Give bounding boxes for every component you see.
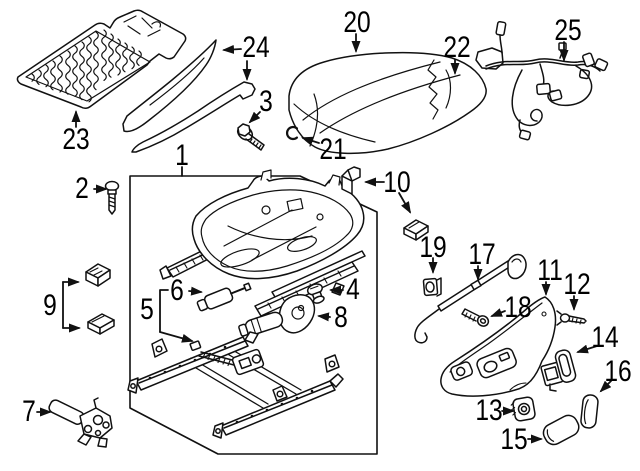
part-label-1[interactable]: 1 [175,139,189,172]
part-fastener-4-drawing [306,283,325,304]
part-label-10[interactable]: 10 [383,166,411,199]
part-label-4[interactable]: 4 [346,273,360,306]
part-harness-drawing [475,20,609,141]
part-label-11[interactable]: 11 [537,254,563,287]
callout-arrows [36,33,612,444]
part-screw-12-drawing [556,310,587,326]
part-label-15[interactable]: 15 [500,423,528,456]
part-label-22[interactable]: 22 [443,31,471,64]
part-label-23[interactable]: 23 [62,123,90,156]
part-side-panel-drawing [440,296,557,397]
part-label-7[interactable]: 7 [22,395,36,428]
part-heater-pad-drawing [16,9,187,110]
part-cover-16-drawing [580,394,599,429]
part-motor-6-drawing [196,282,252,312]
part-label-21[interactable]: 21 [319,133,347,166]
part-label-14[interactable]: 14 [591,321,619,354]
part-track-drawing [127,336,344,439]
part-label-16[interactable]: 16 [604,355,632,388]
part-bolt-drawing [236,123,265,151]
part-label-20[interactable]: 20 [343,6,371,39]
part-label-18[interactable]: 18 [504,291,532,324]
part-motor-8-drawing [238,294,316,344]
part-clip-19-drawing [422,277,442,297]
part-label-9[interactable]: 9 [43,289,57,322]
part-cushion-drawing [288,51,487,155]
part-switch-14-drawing [540,349,577,392]
part-clip-21-drawing [285,125,298,141]
part-label-5[interactable]: 5 [140,293,154,326]
part-label-3[interactable]: 3 [259,85,273,118]
part-brackets-9-drawing [85,263,115,335]
part-brackets-10-drawing [341,166,429,241]
part-label-8[interactable]: 8 [334,301,348,334]
part-cover-15-drawing [542,414,580,446]
part-screw-18-drawing [461,308,490,327]
part-label-6[interactable]: 6 [170,274,184,307]
part-trim-strips-drawing [122,39,256,153]
part-label-19[interactable]: 19 [419,231,447,264]
part-motor-7-drawing [48,397,113,448]
part-label-24[interactable]: 24 [242,31,270,64]
part-label-17[interactable]: 17 [468,238,496,271]
part-screw-2-drawing [104,180,120,215]
part-label-2[interactable]: 2 [75,172,89,205]
part-bracket-17-drawing [414,253,527,344]
part-label-12[interactable]: 12 [563,268,591,301]
part-label-13[interactable]: 13 [475,394,503,427]
part-knob-13-drawing [510,396,536,422]
part-label-25[interactable]: 25 [554,14,582,47]
